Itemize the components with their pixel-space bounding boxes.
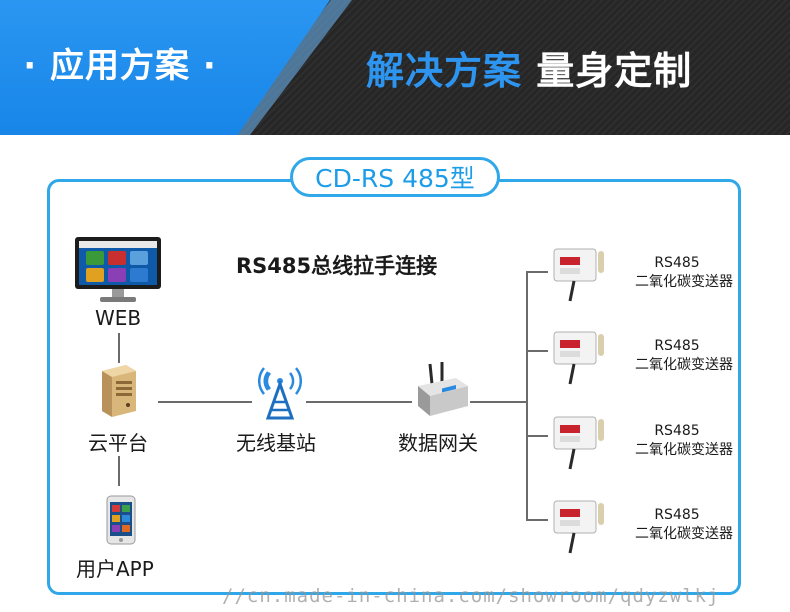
bus-branch-3 [526,435,548,437]
sensor-name: RS485 [654,255,700,271]
bus-branch-1 [526,271,548,273]
sensor-desc: 二氧化碳变送器 [635,442,733,458]
line-cloud-base [158,401,252,403]
gateway-label: 数据网关 [398,431,478,455]
line-base-gateway [306,401,412,403]
gateway-icon [418,362,468,416]
slogan: 解决方案 量身定制 [366,40,692,95]
sensor-item-3: RS485 二氧化碳变送器 [552,416,762,495]
watermark: //cn.made-in-china.com/showroom/qdyzwlkj [222,585,720,607]
sensor-item-4: RS485 二氧化碳变送器 [552,500,762,579]
slogan-highlight: 解决方案 [366,49,523,93]
sensor-item-2: RS485 二氧化碳变送器 [552,331,762,410]
sensor-name: RS485 [654,338,700,354]
sensor-desc: 二氧化碳变送器 [635,357,733,373]
slogan-rest: 量身定制 [522,49,693,93]
sensor-name: RS485 [654,423,700,439]
bus-title: RS485总线拉手连接 [236,254,438,278]
phone-icon [106,495,136,545]
bus-branch-2 [526,350,548,352]
line-cloud-app [118,456,120,486]
co2-transmitter-icon [553,248,604,302]
co2-transmitter-icon [553,500,604,554]
bus-vertical-line [526,271,528,521]
app-label: 用户APP [76,557,154,581]
co2-transmitter-icon [553,416,604,470]
header-banner: · 应用方案 · 解决方案 量身定制 [0,0,790,135]
base-station-label: 无线基站 [236,431,316,455]
server-icon [102,365,136,417]
line-gateway-bus [470,401,528,403]
monitor-icon [75,237,161,302]
web-label: WEB [95,306,142,330]
antenna-tower-icon [258,367,302,420]
co2-transmitter-icon [553,331,604,385]
section-title: · 应用方案 · [23,46,217,86]
line-web-cloud [118,333,120,363]
model-label: CD-RS 485型 [290,157,500,197]
cloud-label: 云平台 [88,431,148,455]
sensor-item-1: RS485 二氧化碳变送器 [552,248,762,327]
bus-branch-4 [526,519,548,521]
sensor-desc: 二氧化碳变送器 [635,274,733,290]
sensor-desc: 二氧化碳变送器 [635,526,733,542]
sensor-name: RS485 [654,507,700,523]
